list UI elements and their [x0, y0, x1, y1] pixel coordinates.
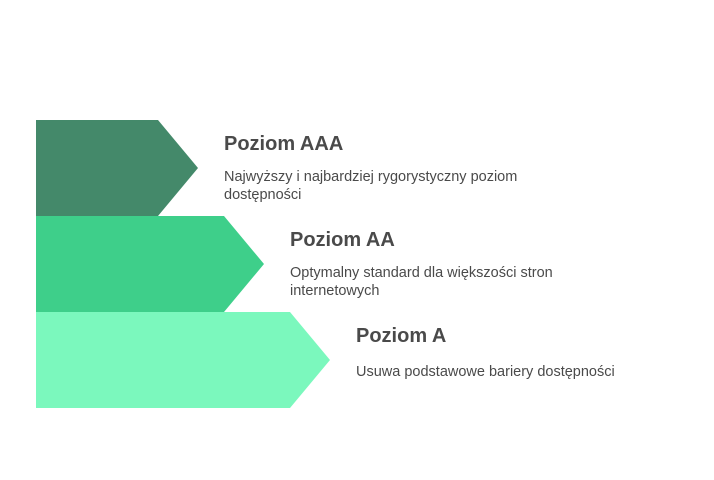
level-aaa-description: Najwyższy i najbardziej rygorystyczny po… — [224, 169, 518, 203]
level-aaa-arrow — [36, 120, 198, 216]
level-a-arrow — [36, 312, 330, 408]
level-aa-title: Poziom AA — [290, 229, 395, 251]
level-a-title: Poziom A — [356, 325, 447, 347]
level-a-description: Usuwa podstawowe bariery dostępności — [356, 364, 615, 380]
level-aaa-title: Poziom AAA — [224, 133, 344, 155]
level-aa-description: Optymalny standard dla większości stron … — [290, 265, 553, 299]
level-aa-arrow — [36, 216, 264, 312]
